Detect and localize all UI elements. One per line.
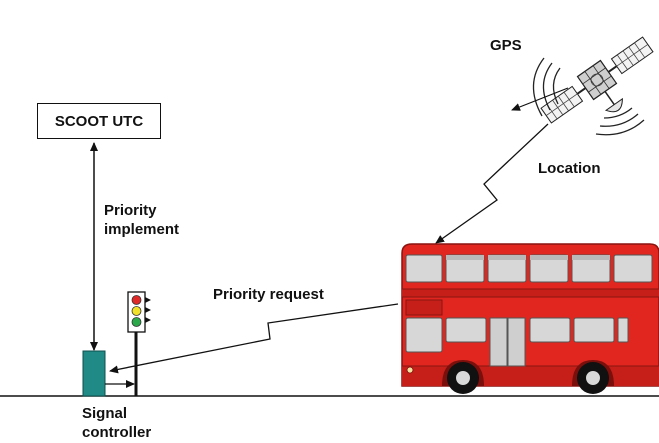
satellite-icon [540, 36, 654, 124]
signal-controller-box-icon [82, 350, 106, 397]
signal-controller-label-line2: controller [82, 424, 152, 441]
scoot-utc-box: SCOOT UTC [37, 103, 161, 139]
priority-implement-label-line2: implement [104, 221, 180, 238]
location-label: Location [538, 160, 601, 177]
priority-implement-label-line1: Priority [104, 202, 157, 219]
signal-controller-label-line1: Signal [82, 405, 128, 422]
signal-waves-icon [532, 57, 645, 136]
double-decker-bus-icon [401, 243, 659, 394]
priority-request-label: Priority request [213, 286, 324, 303]
scoot-utc-label: SCOOT UTC [54, 112, 144, 130]
traffic-light-icon [127, 291, 151, 396]
gps-label: GPS [490, 37, 522, 54]
location-signal-arrow [435, 123, 549, 244]
satellite-downlink-arrow [511, 87, 569, 111]
priority-request-arrow [109, 303, 399, 374]
